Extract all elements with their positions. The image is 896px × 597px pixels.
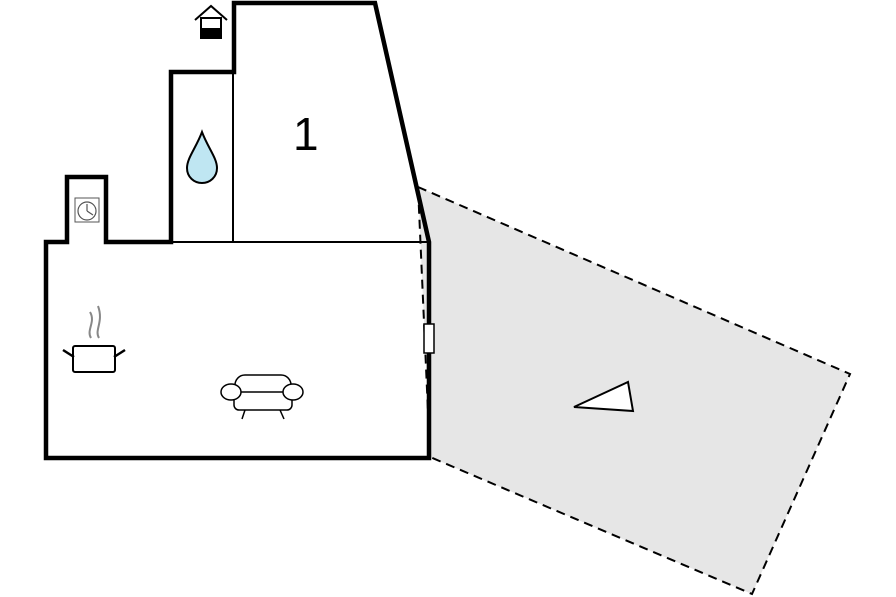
terrace-area bbox=[416, 185, 852, 596]
door bbox=[423, 323, 435, 354]
sofa-icon bbox=[220, 374, 304, 420]
clock-icon bbox=[74, 197, 100, 223]
house-icon bbox=[194, 4, 228, 39]
building-outline bbox=[43, 0, 432, 461]
sun-lounger-icon bbox=[573, 380, 635, 413]
water-drop-icon bbox=[185, 129, 219, 185]
room-label: 1 bbox=[293, 108, 319, 160]
cooking-pot-icon bbox=[62, 305, 126, 373]
